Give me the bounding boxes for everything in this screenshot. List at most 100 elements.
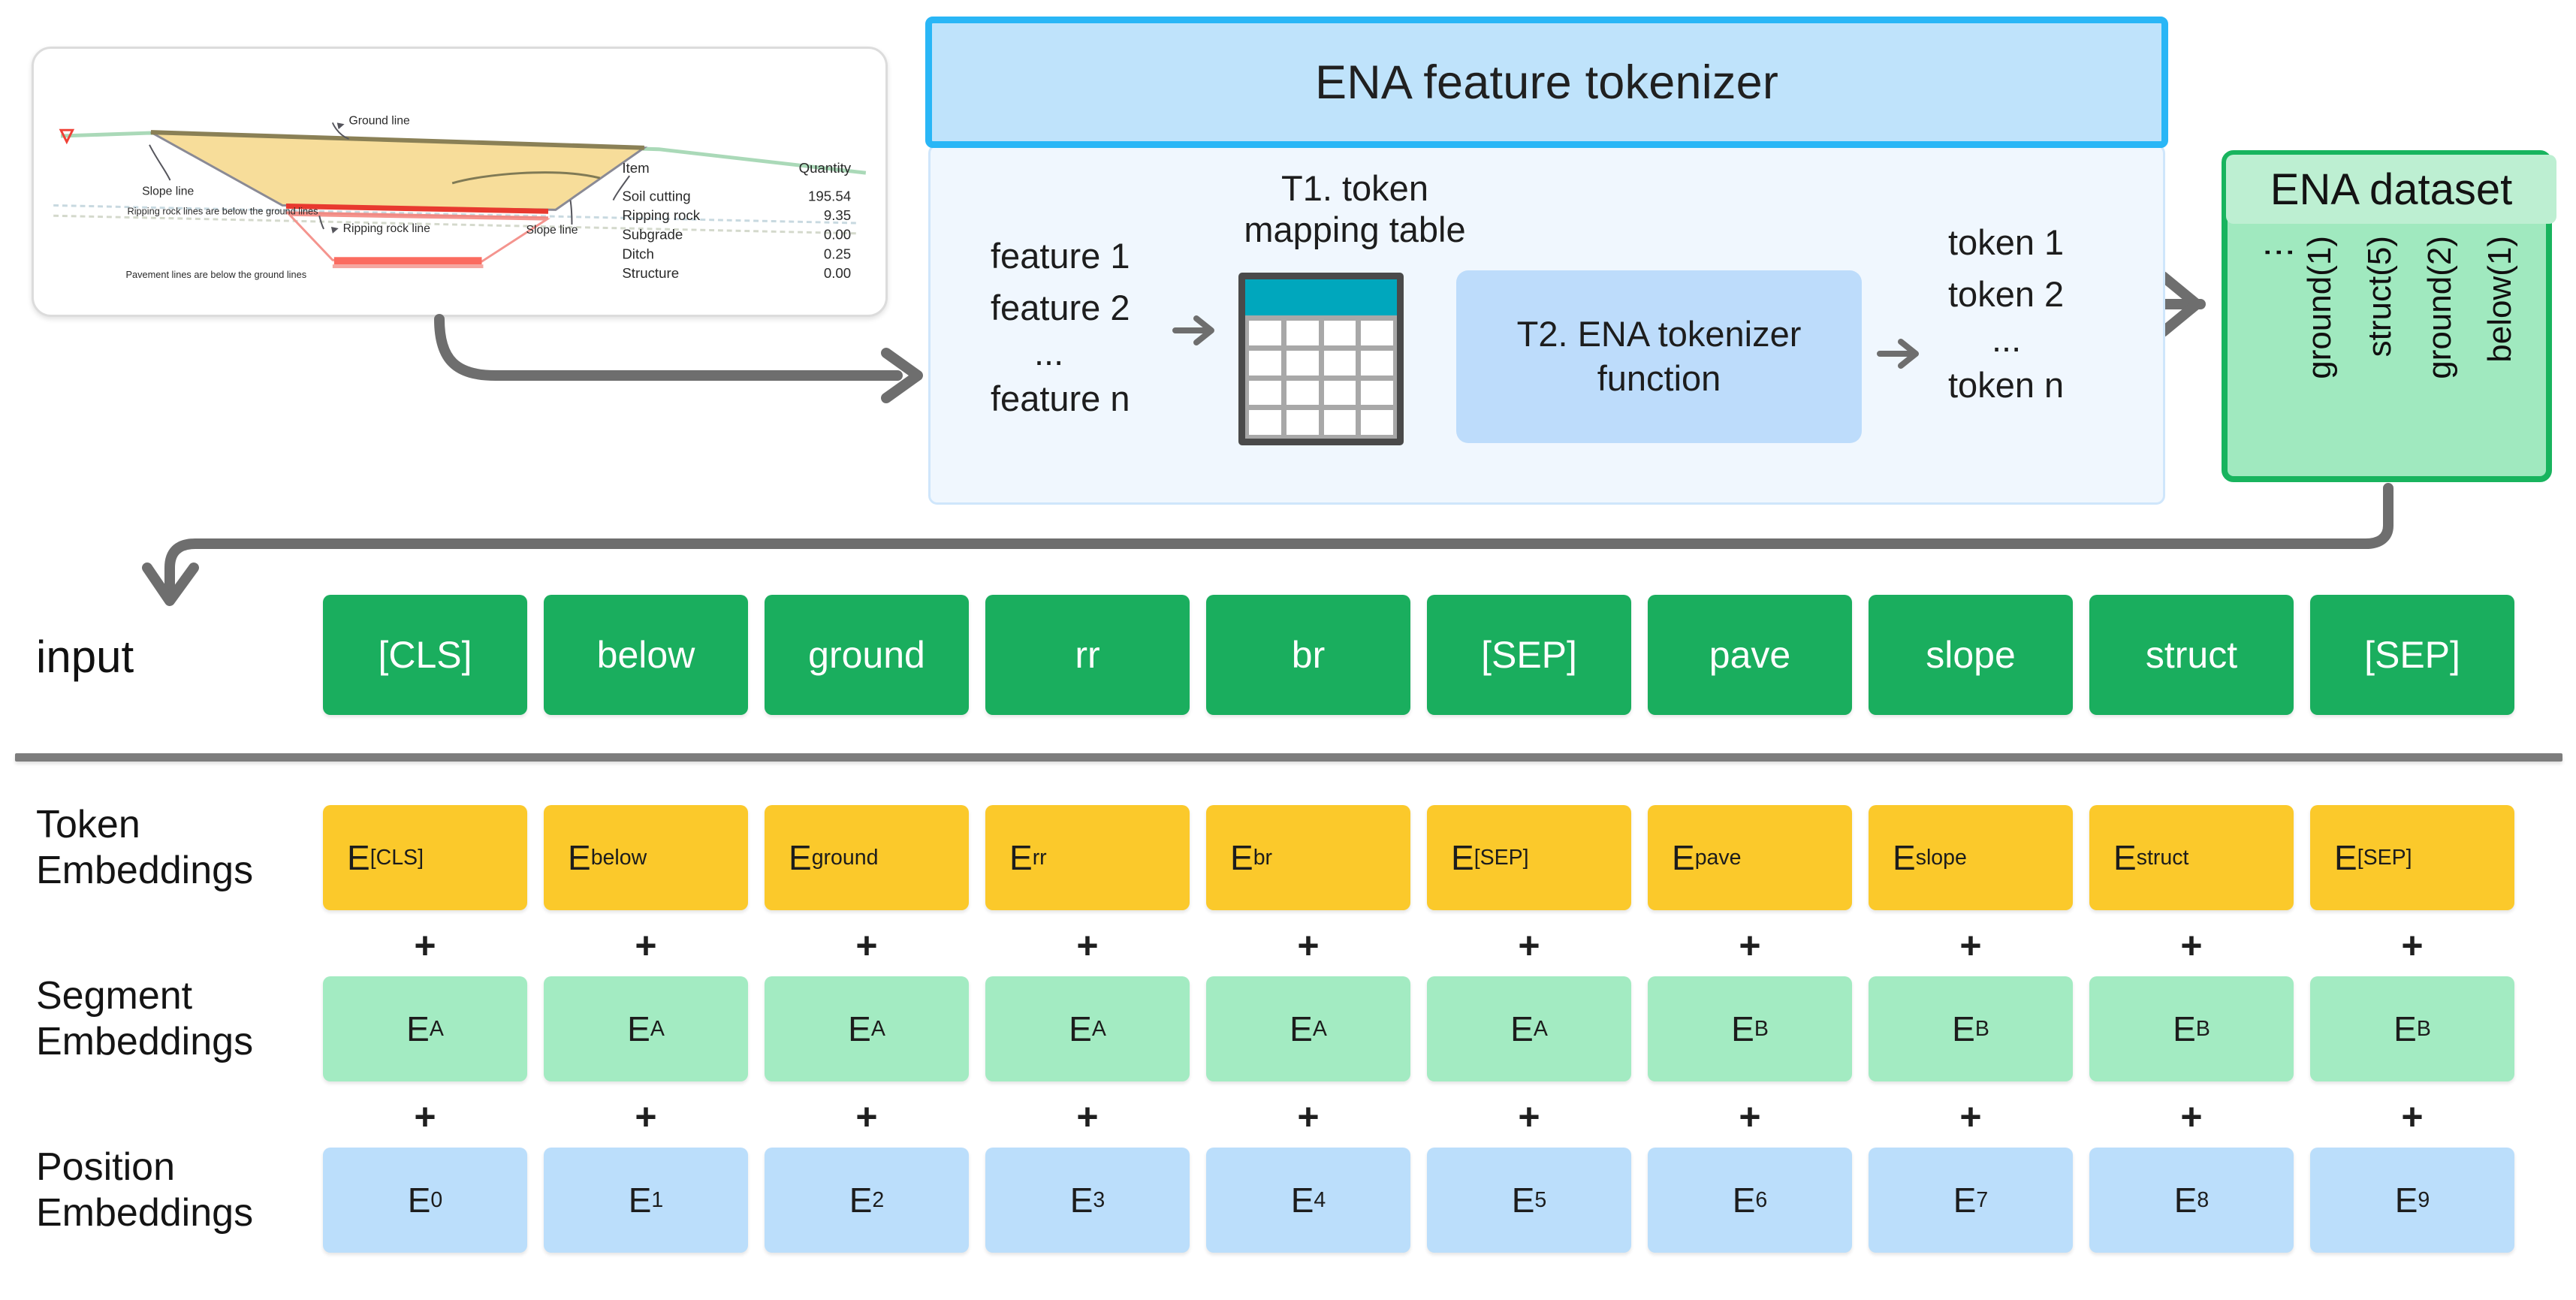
token-embedding-cell[interactable]: E[SEP] — [1427, 805, 1631, 910]
token-embedding-cell[interactable]: E[CLS] — [323, 805, 527, 910]
input-token-cell[interactable]: br — [1206, 595, 1410, 715]
ena-dataset-box: ENA dataset below(1) ground(2) struct(5)… — [2222, 150, 2556, 482]
tokenizer-title: ENA feature tokenizer — [1314, 56, 1779, 109]
token-item: token n — [1948, 364, 2065, 405]
input-token-cell[interactable]: rr — [985, 595, 1190, 715]
input-token-cell[interactable]: [SEP] — [2310, 595, 2514, 715]
plus-row-token-segment: + + + + + + + + + + — [323, 924, 2550, 967]
e-subscript: A — [1533, 1016, 1548, 1041]
plus-sign: + — [2180, 1096, 2203, 1138]
plus-sign: + — [1076, 1096, 1099, 1138]
dataset-column-label: ground(1) — [2301, 236, 2338, 379]
plus-sign: + — [635, 924, 657, 967]
e-subscript: B — [1974, 1016, 1989, 1041]
table-cells-grid — [1245, 315, 1397, 439]
input-token-cell[interactable]: pave — [1648, 595, 1852, 715]
input-token-cell[interactable]: below — [544, 595, 748, 715]
e-letter: E — [1290, 1181, 1314, 1220]
input-token-cell[interactable]: [SEP] — [1427, 595, 1631, 715]
e-letter: E — [2394, 1181, 2418, 1220]
token-list: token 1 token 2 ... token n — [1948, 222, 2136, 406]
e-subscript: [SEP] — [1474, 845, 1529, 870]
feature-item: feature 1 — [991, 236, 1130, 276]
input-token-cell[interactable]: struct — [2089, 595, 2294, 715]
ena-dataset-columns: below(1) ground(2) struct(5) ground(1) ⋮ — [2228, 225, 2546, 473]
table-cell-quantity: 195.54 — [808, 189, 851, 204]
e-subscript: A — [1312, 1016, 1327, 1041]
e-subscript: 7 — [1976, 1187, 1989, 1212]
segment-embeddings-label: Segment Embeddings — [36, 973, 253, 1066]
e-subscript: 6 — [1755, 1187, 1768, 1212]
cross-section-card: Ground line Slope line Ripping rock line… — [32, 47, 888, 317]
arrow-right-icon — [1877, 339, 1919, 369]
input-token-cell[interactable]: slope — [1869, 595, 2073, 715]
e-letter: E — [1290, 1009, 1313, 1048]
e-letter: E — [2394, 1009, 2417, 1048]
e-subscript: 1 — [651, 1187, 664, 1212]
e-letter: E — [1230, 838, 1253, 877]
dataset-column-label: below(1) — [2481, 236, 2518, 363]
feature-item: feature n — [991, 378, 1130, 418]
token-embedding-cell[interactable]: E[SEP] — [2310, 805, 2514, 910]
table-header-row — [1245, 279, 1397, 315]
input-token-cell[interactable]: ground — [765, 595, 969, 715]
e-letter: E — [1953, 1181, 1977, 1220]
table-cell-quantity: 9.35 — [824, 207, 851, 223]
e-subscript: B — [2416, 1016, 2431, 1041]
plus-sign: + — [1076, 924, 1099, 967]
table-cell-quantity: 0.25 — [824, 246, 851, 261]
plus-sign: + — [414, 924, 436, 967]
e-letter: E — [2113, 838, 2137, 877]
e-letter: E — [347, 838, 370, 877]
label-ripping-rock-line: Ripping rock line — [343, 222, 430, 235]
e-subscript: B — [1754, 1016, 1769, 1041]
e-letter: E — [1510, 1009, 1534, 1048]
e-letter: E — [1731, 1009, 1754, 1048]
label-ground-line: Ground line — [349, 114, 411, 127]
cross-section-drawing: Ground line Slope line Ripping rock line… — [53, 114, 867, 281]
token-ellipsis: ... — [1992, 319, 2022, 359]
ena-feature-tokenizer-panel: ENA feature tokenizer T1. token mapping … — [925, 17, 2168, 505]
t2-title-line2: function — [1597, 358, 1721, 398]
input-token-cell[interactable]: [CLS] — [323, 595, 527, 715]
e-letter: E — [789, 838, 812, 877]
feature-list: feature 1 feature 2 ... feature n — [991, 235, 1178, 419]
label-slope-line-right: Slope line — [526, 224, 578, 237]
token-embeddings-label-line2: Embeddings — [36, 849, 254, 893]
t1-token-mapping-table-title: T1. token mapping table — [1178, 167, 1531, 251]
table-cell-item: Ripping rock — [622, 207, 700, 223]
plus-sign: + — [1739, 1096, 1761, 1138]
e-subscript: 0 — [430, 1187, 443, 1212]
arrow-right-icon — [1172, 315, 1214, 345]
e-subscript: ground — [811, 845, 879, 870]
e-letter: E — [406, 1009, 430, 1048]
